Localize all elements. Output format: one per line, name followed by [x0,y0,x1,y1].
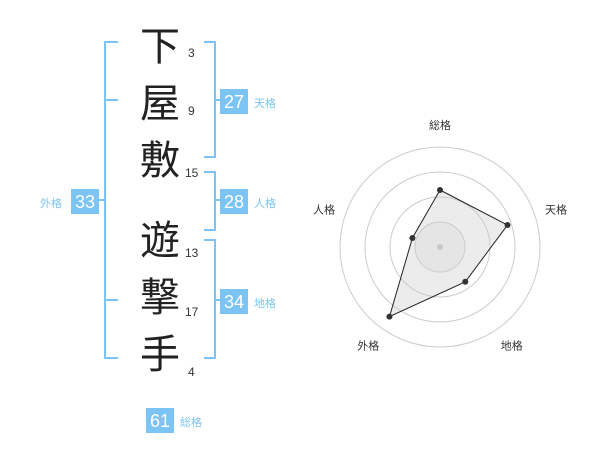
stroke-count-6: 4 [188,365,195,379]
tenkaku-label: 天格 [254,96,276,110]
radar-point-1 [437,187,443,193]
jinkaku-label: 人格 [254,196,276,210]
stroke-count-5: 17 [185,305,199,319]
radar-rings [339,146,541,348]
kanji-4: 遊 [140,218,180,264]
tenkaku-badge: 27 天格 [220,89,276,114]
chikaku-bracket [204,239,222,359]
chikaku-label: 地格 [254,296,276,310]
radar-point-4 [386,313,393,320]
radar-ring-2 [389,196,491,298]
jinkaku-badge-bg [220,189,248,214]
soukaku-label: 総格 [180,415,202,429]
gaikaku-bracket [97,41,118,359]
radar-axis-label-3: 地格 [501,339,523,353]
soukaku-badge-bg [146,408,174,433]
jinkaku-badge: 28 人格 [220,189,276,214]
kanji-3: 敷 [140,138,180,184]
radar-axis-label-5: 人格 [313,202,335,216]
chikaku-badge-bg [220,289,248,314]
stroke-count-1: 3 [188,46,195,60]
gaikaku-value: 33 [75,192,95,212]
radar-point-3 [462,278,469,285]
chikaku-badge: 34 地格 [220,289,276,314]
gaikaku-badge-bg [71,189,99,214]
stroke-count-2: 9 [188,104,195,118]
tenkaku-bracket [204,41,222,158]
radar-points [386,187,511,320]
tenkaku-value: 27 [224,92,244,112]
radar-center-dot [437,244,443,250]
gaikaku-badge: 外格 33 [40,189,99,214]
kanji-5: 撃 [140,275,180,321]
kanji-6: 手 [140,332,180,378]
radar-ring-3 [364,171,516,323]
kanji-2: 屋 [140,81,180,127]
stroke-count-4: 13 [185,246,199,260]
radar-axis-label-2: 天格 [545,202,567,216]
name-column: 下 3 屋 9 敷 15 遊 13 撃 17 手 4 [140,24,199,379]
radar-point-5 [409,235,416,242]
radar-data-area [388,189,509,318]
tenkaku-badge-bg [220,89,248,114]
radar-point-2 [504,222,511,229]
chikaku-value: 34 [224,292,244,312]
kanji-1: 下 [140,24,180,70]
radar-axis-label-1: 総格 [429,118,451,132]
soukaku-value: 61 [150,411,170,431]
jinkaku-value: 28 [224,192,244,212]
radar-ring-4 [339,146,541,348]
radar-axis-label-4: 外格 [357,339,379,353]
gaikaku-label: 外格 [40,196,62,210]
stroke-count-3: 15 [185,166,199,180]
soukaku-badge: 61 総格 [146,408,202,433]
jinkaku-bracket [204,171,222,231]
